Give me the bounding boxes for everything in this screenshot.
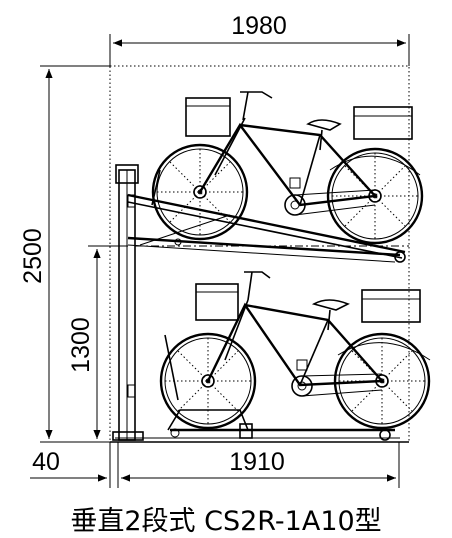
base-rail <box>110 437 409 443</box>
total-height-label: 2500 <box>19 228 47 284</box>
upper-tray <box>127 193 406 263</box>
dimension-upper-tier-height: 1300 <box>67 245 128 439</box>
upper-bicycle <box>151 91 424 245</box>
model-caption: 垂直2段式 CS2R-1A10型 <box>70 506 381 537</box>
upper-tier-height-label: 1300 <box>67 317 95 373</box>
lower-bicycle <box>159 271 431 430</box>
total-width-label: 1980 <box>231 12 287 40</box>
dimension-total-height: 2500 <box>19 65 110 443</box>
dimension-base: 40 1910 <box>30 442 400 488</box>
lower-tray <box>167 409 395 441</box>
base-width-label: 1910 <box>229 448 285 476</box>
dimension-total-width: 1980 <box>109 12 410 66</box>
envelope-outline <box>109 65 410 443</box>
vertical-post <box>112 164 144 441</box>
base-offset-label: 40 <box>32 448 60 476</box>
